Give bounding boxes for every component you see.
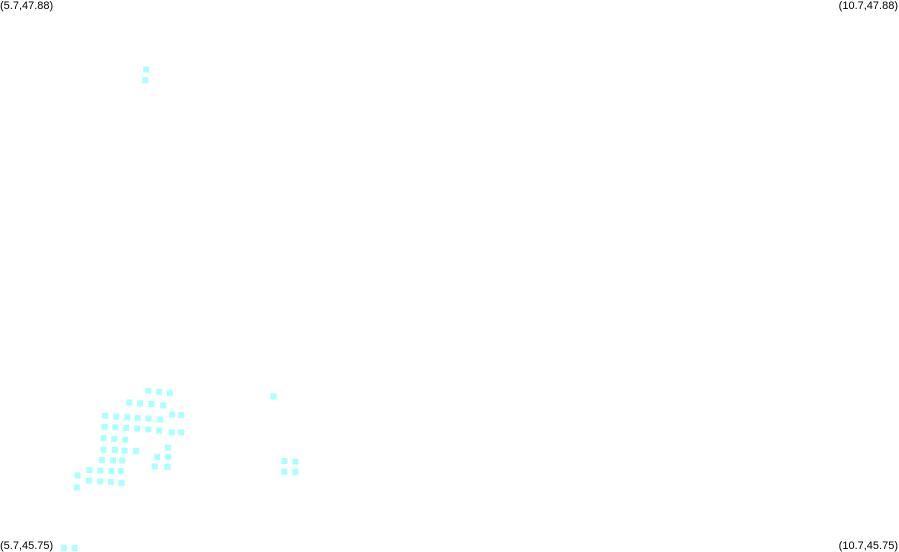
corner-label-top-left: (5.7,47.88)	[0, 0, 54, 12]
map-marker	[118, 480, 125, 487]
map-marker	[178, 429, 185, 436]
map-marker	[169, 411, 176, 418]
map-marker	[160, 402, 167, 409]
map-marker	[134, 415, 141, 421]
map-marker	[292, 458, 299, 465]
map-marker	[86, 467, 93, 474]
map-marker	[74, 472, 81, 479]
map-marker	[156, 427, 163, 434]
map-marker	[142, 77, 149, 84]
map-marker	[113, 413, 120, 420]
map-marker	[122, 436, 129, 443]
map-marker	[102, 412, 109, 419]
map-marker	[85, 477, 92, 484]
map-marker	[157, 416, 164, 423]
map-marker	[97, 478, 104, 485]
map-marker	[73, 484, 80, 491]
map-marker	[100, 446, 107, 453]
map-marker	[178, 411, 185, 418]
map-marker	[292, 468, 299, 475]
map-marker	[145, 415, 152, 422]
map-marker	[111, 436, 118, 442]
map-marker	[164, 444, 171, 451]
map-marker	[101, 423, 108, 430]
map-marker	[168, 429, 175, 436]
map-marker	[281, 468, 288, 475]
map-marker	[133, 448, 140, 455]
map-marker	[137, 400, 144, 407]
map-marker	[107, 479, 114, 485]
map-marker	[60, 545, 67, 552]
map-marker	[154, 453, 161, 460]
map-marker	[156, 388, 163, 395]
map-marker	[110, 457, 117, 464]
map-marker	[97, 467, 104, 474]
corner-label-bottom-right: (10.7,45.75)	[838, 540, 898, 552]
map-marker	[117, 468, 124, 475]
map-marker	[123, 424, 130, 431]
map-marker	[145, 387, 152, 394]
map-marker	[121, 447, 128, 454]
map-marker	[112, 424, 119, 431]
map-marker	[148, 401, 155, 407]
map-marker	[71, 545, 78, 552]
map-marker	[143, 66, 150, 73]
corner-label-bottom-left: (5.7,45.75)	[0, 540, 54, 552]
map-marker	[100, 435, 107, 442]
map-marker	[124, 414, 131, 421]
map-marker	[145, 426, 152, 433]
map-marker	[151, 463, 158, 470]
map-marker	[108, 468, 115, 475]
map-marker	[164, 464, 171, 470]
map-marker	[166, 390, 173, 397]
map-marker	[134, 425, 141, 432]
map-marker	[281, 458, 288, 464]
map-marker	[270, 393, 277, 400]
map-marker	[111, 446, 118, 453]
map-marker	[165, 453, 172, 460]
map-marker	[99, 457, 106, 463]
corner-label-top-right: (10.7,47.88)	[838, 0, 898, 12]
map-marker	[119, 457, 126, 464]
map-marker	[126, 399, 133, 406]
